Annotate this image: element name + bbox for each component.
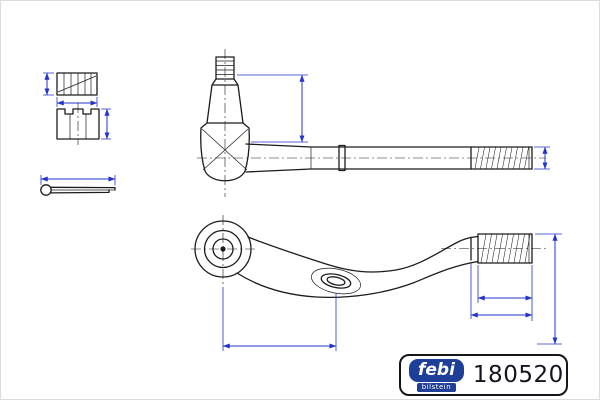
castle-nut-front-view <box>56 103 111 145</box>
bilstein-wordmark-bar: bilstein <box>416 382 457 392</box>
side-view-dimension-lines <box>237 74 550 170</box>
ball-stud <box>206 56 244 124</box>
part-number-badge: febi bilstein 180520 <box>399 354 568 396</box>
castle-nut-dimension-lines <box>101 108 111 140</box>
cotter-pin-dimension-lines <box>40 175 116 186</box>
top-view-dimension-lines <box>222 233 562 351</box>
bilstein-wordmark: bilstein <box>421 382 452 391</box>
tie-rod-end-top-view <box>191 215 562 351</box>
boot-housing <box>200 122 250 182</box>
rod-arm <box>236 233 479 299</box>
part-number-text: 180520 <box>472 362 564 388</box>
rod-shaft <box>245 143 533 173</box>
nut-dimension-lines <box>43 72 98 107</box>
thread-hatch <box>480 234 531 263</box>
febi-wordmark: febi <box>418 359 455 380</box>
threaded-end <box>477 233 533 264</box>
cotter-pin-view <box>40 175 116 196</box>
nut-top-view <box>43 72 98 107</box>
thread-hatch <box>474 147 529 169</box>
tie-rod-end-side-view <box>197 49 550 197</box>
center-lines <box>197 49 546 197</box>
center-lines <box>191 215 546 285</box>
febi-logo: febi bilstein <box>409 358 464 392</box>
febi-logo-oval: febi <box>409 358 464 382</box>
ball-joint-circles <box>194 220 252 278</box>
